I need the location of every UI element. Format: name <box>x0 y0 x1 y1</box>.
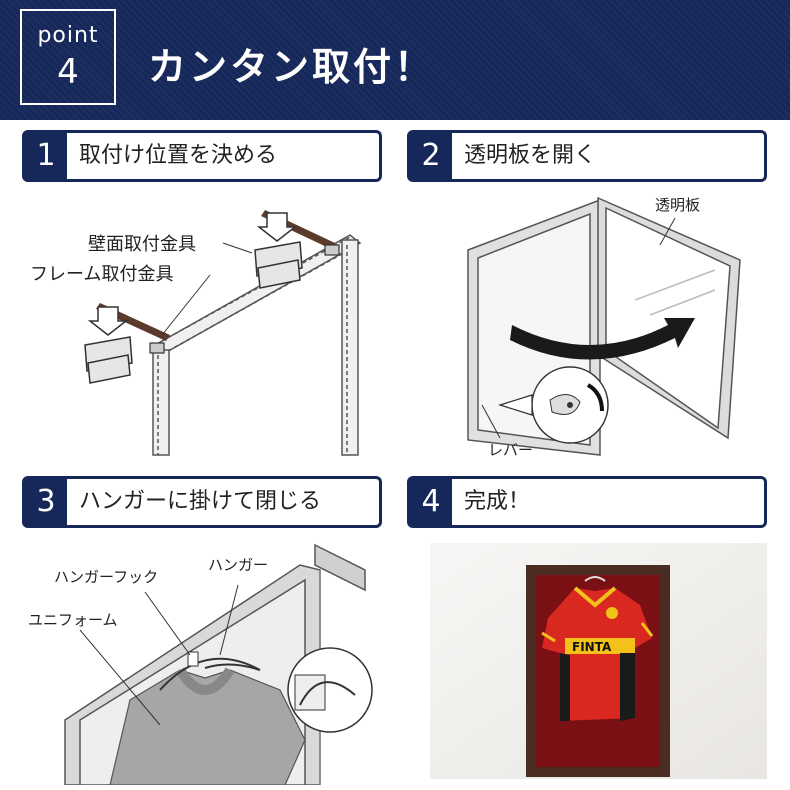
step-2-number: 2 <box>410 133 452 179</box>
step-1-number: 1 <box>25 133 67 179</box>
finished-photo: FINTA <box>430 543 767 779</box>
jersey: FINTA <box>541 586 654 721</box>
point-number: 4 <box>57 52 79 92</box>
header-banner: point 4 カンタン取付！ <box>0 0 790 120</box>
step-3-number: 3 <box>25 479 67 525</box>
clear-panel-leader <box>659 217 676 246</box>
point-badge: point 4 <box>20 9 116 105</box>
wall-bracket-label: 壁面取付金具 <box>88 234 196 255</box>
step-2-header: 2 透明板を開く <box>407 130 767 182</box>
corner-hooks <box>149 244 340 354</box>
hanger-hook-label: ハンガーフック <box>54 568 158 586</box>
hanger-label: ハンガー <box>208 556 268 574</box>
hanger-icon <box>584 576 606 582</box>
header-title: カンタン取付！ <box>148 45 436 89</box>
step-1-illustration: 壁面取付金具 フレーム取付金具 <box>30 210 362 456</box>
hanger-hook-icon <box>187 651 199 667</box>
lever-label: レバー <box>488 441 533 459</box>
step-3-illustration: ハンガーフック ハンガー ユニフォーム <box>28 543 373 785</box>
hanger-shape <box>159 657 261 691</box>
lever-leader <box>481 404 501 439</box>
step-1-leaders <box>161 242 253 336</box>
frame-sides <box>152 239 359 456</box>
clear-panel-label: 透明板 <box>655 196 700 214</box>
step-1-header: 1 取付け位置を決める <box>22 130 382 182</box>
step-2-label: 透明板を開く <box>464 143 597 168</box>
step-3-leaders <box>79 584 239 726</box>
hook-zoom <box>287 647 373 733</box>
frame-bracket-label: フレーム取付金具 <box>30 264 173 285</box>
frame-bracket-plates <box>84 241 303 384</box>
down-arrow-icon <box>87 212 298 336</box>
point-word: point <box>37 23 99 48</box>
step-3-label: ハンガーに掛けて閉じる <box>79 489 322 514</box>
step-1-label: 取付け位置を決める <box>79 143 278 168</box>
step-4-label: 完成！ <box>464 489 531 514</box>
step-4-number: 4 <box>410 479 452 525</box>
open-arrow-icon <box>510 318 695 360</box>
lever-zoom <box>497 366 609 444</box>
step-3-header: 3 ハンガーに掛けて閉じる <box>22 476 382 528</box>
step-4-header: 4 完成！ <box>407 476 767 528</box>
uniform-shape <box>109 667 306 785</box>
jersey-sponsor: FINTA <box>572 640 612 654</box>
uniform-label: ユニフォーム <box>28 611 118 629</box>
step-2-illustration: 透明板 レバー <box>467 196 741 459</box>
